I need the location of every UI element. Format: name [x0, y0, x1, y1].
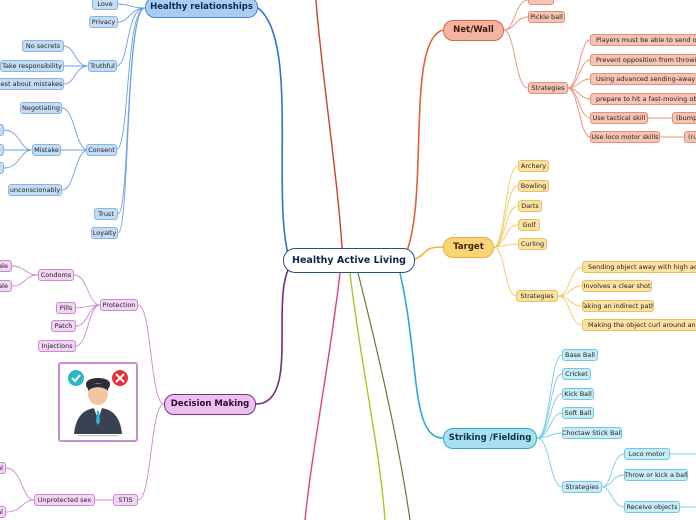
- topic-take-responsibility[interactable]: Take responsibility: [0, 60, 64, 72]
- strategy-prevent-opposition[interactable]: Prevent opposition from throwing th: [590, 54, 696, 66]
- strategy-tactical-bump[interactable]: (bump): [672, 112, 696, 124]
- branch-decision-making[interactable]: Decision Making: [164, 394, 256, 415]
- branch-striking-fielding[interactable]: Striking /Fielding: [443, 428, 537, 449]
- topic-honest-about-mistakes[interactable]: Honest about mistakes: [0, 78, 64, 90]
- strategy-curl-object[interactable]: Making the object curl around an obstac: [582, 319, 696, 331]
- topic-injections[interactable]: Injections: [38, 340, 76, 352]
- topic-loyalty[interactable]: Loyalty: [91, 227, 118, 239]
- topic-love[interactable]: Love: [92, 0, 118, 10]
- topic-hidden-item[interactable]: [528, 0, 554, 5]
- branch-net-wall[interactable]: Net/Wall: [443, 20, 504, 41]
- topic-cricket[interactable]: Cricket: [562, 368, 591, 380]
- topic-negotiating[interactable]: Negotiating: [20, 102, 62, 114]
- strategy-clear-shot[interactable]: Involves a clear shot: [582, 280, 652, 292]
- strategy-loco-motor[interactable]: Use loco motor skills: [590, 131, 660, 143]
- topic-striking-strategies[interactable]: Strategies: [562, 481, 602, 493]
- topic-curling[interactable]: Curling: [518, 238, 547, 250]
- central-topic[interactable]: Healthy Active Living: [283, 248, 415, 273]
- branch-healthy-relationships[interactable]: Healthy relationships: [145, 0, 258, 18]
- strategy-receive-objects[interactable]: Receive objects: [624, 501, 680, 513]
- topic-choctaw-stick-ball[interactable]: Choctaw Stick Ball: [562, 427, 622, 439]
- topic-bowling[interactable]: Bowling: [518, 180, 549, 192]
- topic-stis[interactable]: STIS: [113, 494, 138, 506]
- topic-pills[interactable]: Pills: [56, 302, 76, 314]
- strategy-advanced-sending[interactable]: Using advanced sending-away skills,: [590, 73, 696, 85]
- topic-archery[interactable]: Archery: [518, 160, 549, 172]
- topic-condom-child-1[interactable]: ale: [0, 260, 12, 272]
- topic-trust[interactable]: Trust: [94, 208, 118, 220]
- strategy-throw-or-kick[interactable]: Throw or kick a ball: [624, 469, 688, 481]
- person-icon: [74, 378, 122, 434]
- topic-darts[interactable]: Darts: [518, 200, 542, 212]
- topic-mistake-child-3[interactable]: [0, 162, 4, 174]
- decision-illustration: [58, 362, 138, 442]
- strategy-send-object[interactable]: Players must be able to send object: [590, 34, 696, 46]
- topic-base-ball[interactable]: Base Ball: [562, 349, 598, 361]
- topic-protection[interactable]: Protection: [100, 299, 138, 311]
- topic-soft-ball[interactable]: Soft Ball: [562, 407, 594, 419]
- branch-target[interactable]: Target: [443, 237, 494, 258]
- topic-unprotected-child-1[interactable]: al: [0, 462, 6, 474]
- topic-condom-child-2[interactable]: ale: [0, 280, 12, 292]
- topic-net-strategies[interactable]: Strategies: [528, 82, 568, 94]
- strategy-indirect-path[interactable]: Taking an indirect path: [582, 300, 654, 312]
- strategy-hit-fast-object[interactable]: prepare to hit a fast-moving object f: [590, 93, 696, 105]
- topic-target-strategies[interactable]: Strategies: [516, 290, 558, 302]
- topic-mistake-child-1[interactable]: [0, 124, 4, 136]
- strategy-high-accuracy[interactable]: Sending object away with high accuracy: [582, 261, 696, 273]
- strategy-tactical-skill[interactable]: Use tactical skill: [590, 112, 648, 124]
- topic-patch[interactable]: Patch: [51, 320, 76, 332]
- topic-pickle-ball[interactable]: Pickle ball: [528, 11, 565, 23]
- topic-unconscionably[interactable]: unconscionably: [8, 184, 62, 196]
- topic-golf[interactable]: Golf: [518, 219, 540, 231]
- strategy-loco-motor[interactable]: Loco motor: [624, 448, 670, 460]
- decision-illustration-art: [68, 370, 128, 437]
- topic-truthful[interactable]: Truthful: [88, 60, 117, 72]
- cross-icon: [112, 370, 128, 386]
- topic-condoms[interactable]: Condoms: [38, 269, 74, 281]
- topic-kick-ball[interactable]: Kick Ball: [562, 388, 594, 400]
- topic-mistake-child-2[interactable]: [0, 144, 4, 156]
- topic-mistake[interactable]: Mistake: [32, 144, 61, 156]
- strategy-loco-child[interactable]: (ru: [684, 131, 696, 143]
- topic-privacy[interactable]: Privacy: [89, 16, 118, 28]
- check-icon: [68, 370, 84, 386]
- topic-consent[interactable]: Consent: [86, 144, 117, 156]
- topic-no-secrets[interactable]: No secrets: [22, 40, 64, 52]
- topic-unprotected-child-2[interactable]: al: [0, 506, 6, 518]
- topic-unprotected-sex[interactable]: Unprotected sex: [34, 494, 95, 506]
